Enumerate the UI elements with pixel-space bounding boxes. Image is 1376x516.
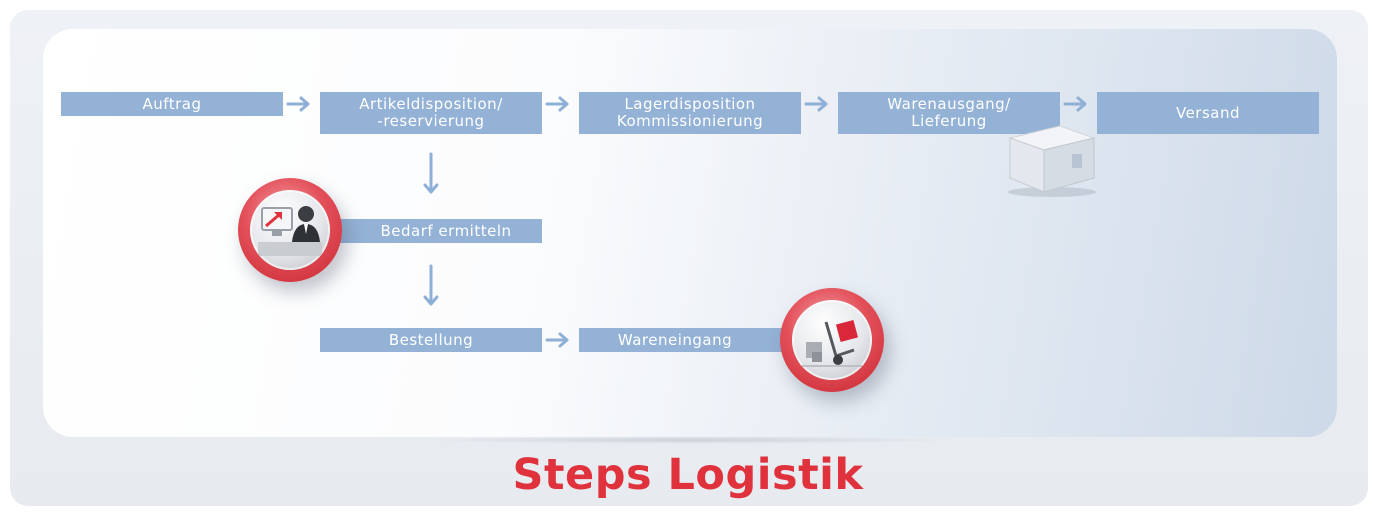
step-warenausgang: Warenausgang/ Lieferung <box>838 92 1060 134</box>
person-monitor-badge <box>238 178 342 282</box>
step-versand-line-1: Versand <box>1175 103 1241 122</box>
package-box-icon <box>1008 125 1096 197</box>
step-artikeldisposition-line-1: Artikeldisposition/ <box>359 95 503 113</box>
step-wareneingang-line-1: Wareneingang <box>617 330 733 349</box>
step-warenausgang-line-2: Lieferung <box>911 112 987 130</box>
arrow-right-icon <box>286 96 310 112</box>
hand-truck-badge <box>780 288 884 392</box>
person-monitor-icon <box>250 190 330 270</box>
arrow-down-icon <box>423 152 439 194</box>
step-auftrag: Auftrag <box>61 92 283 116</box>
step-auftrag-line-1: Auftrag <box>142 94 202 113</box>
step-bedarf-line-1: Bedarf ermitteln <box>380 221 512 240</box>
step-artikeldisposition: Artikeldisposition/ -reservierung <box>320 92 542 134</box>
step-bestellung-line-1: Bestellung <box>388 330 474 349</box>
step-lagerdisposition-line-2: Kommissionierung <box>616 112 764 130</box>
arrow-right-icon <box>1063 96 1087 112</box>
step-versand: Versand <box>1097 92 1319 134</box>
step-bedarf-ermitteln: Bedarf ermitteln <box>320 219 542 243</box>
panel-shadow <box>420 436 960 444</box>
step-artikeldisposition-line-2: -reservierung <box>377 112 485 130</box>
hand-truck-icon <box>792 300 872 380</box>
arrow-down-icon <box>423 264 439 306</box>
arrow-right-icon <box>804 96 828 112</box>
step-wareneingang: Wareneingang <box>579 328 801 352</box>
page-title: Steps Logistik <box>512 450 864 500</box>
arrow-right-icon <box>545 96 569 112</box>
step-bestellung: Bestellung <box>320 328 542 352</box>
step-lagerdisposition-line-1: Lagerdisposition <box>624 95 756 113</box>
arrow-right-icon <box>545 332 569 348</box>
step-warenausgang-line-1: Warenausgang/ <box>887 95 1011 113</box>
step-lagerdisposition: Lagerdisposition Kommissionierung <box>579 92 801 134</box>
